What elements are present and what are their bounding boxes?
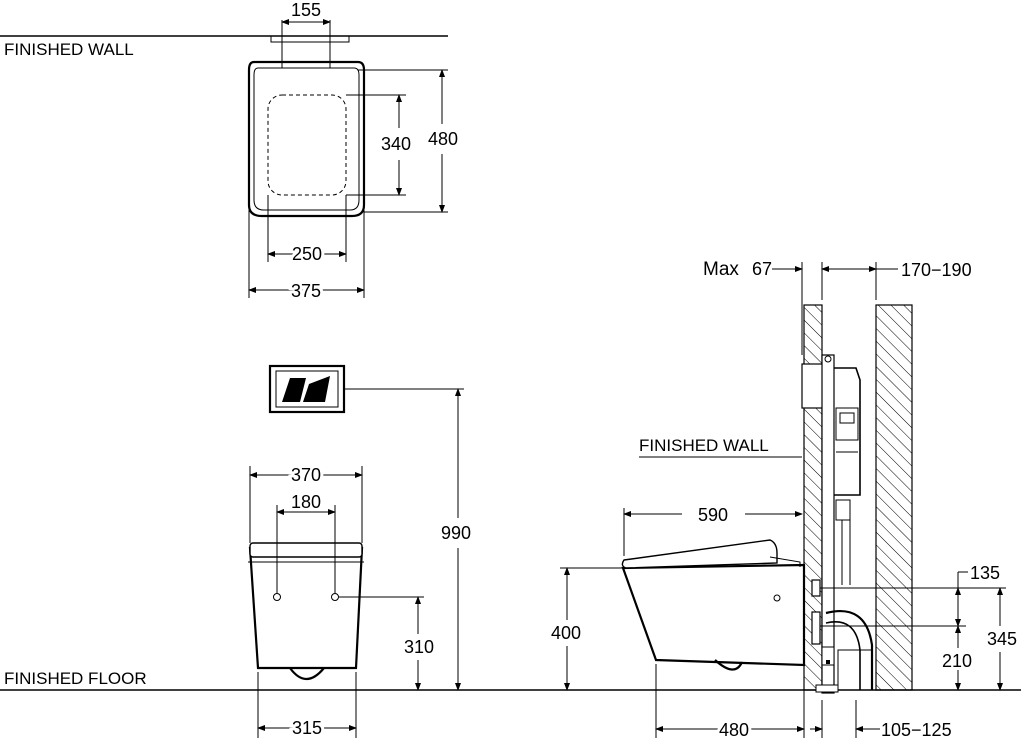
- dim-170-190: 170−190: [901, 260, 972, 280]
- structural-wall-section: [875, 304, 913, 691]
- bowl-outline-side: [621, 563, 806, 667]
- top-view: FINISHED WALL 155 340 480 250: [0, 0, 458, 304]
- dim-480-side: 480: [719, 720, 749, 740]
- waste-pipe: [825, 610, 874, 690]
- side-view: FINISHED WALL Max 67 170−190 590 400 135…: [551, 259, 1017, 743]
- bowl-outline-front: [248, 546, 364, 670]
- flush-plate: [268, 364, 346, 414]
- dim-345: 345: [987, 629, 1017, 649]
- dim-135: 135: [970, 563, 1000, 583]
- dim-310: 310: [404, 637, 434, 657]
- flush-plate-inner: [275, 370, 339, 408]
- dim-990: 990: [441, 523, 471, 543]
- dim-180: 180: [291, 492, 321, 512]
- bowl-opening: [267, 94, 347, 196]
- finished-wall-label-top: FINISHED WALL: [4, 40, 134, 59]
- cistern: [834, 367, 861, 496]
- fixing-hole-left: [273, 593, 281, 601]
- dim-375: 375: [291, 281, 321, 301]
- seat-lid-front: [249, 542, 363, 558]
- dim-67: 67: [752, 259, 772, 279]
- front-view: 370 180 990 310 315: [248, 364, 471, 741]
- finished-wall-label-side: FINISHED WALL: [639, 436, 769, 455]
- seat-lid-side: [621, 539, 778, 569]
- dim-210: 210: [942, 651, 972, 671]
- frame-upright: [821, 354, 835, 694]
- dim-480: 480: [428, 129, 458, 149]
- dim-315: 315: [292, 718, 322, 738]
- seat-inner-line: [253, 67, 360, 211]
- dim-340: 340: [381, 134, 411, 154]
- fixing-hole-right: [331, 593, 339, 601]
- wall-plate: [270, 35, 350, 43]
- dim-155: 155: [291, 0, 321, 20]
- max-label: Max: [703, 259, 739, 280]
- dim-590: 590: [698, 505, 728, 525]
- flush-plate-side: [801, 363, 825, 409]
- outlet-front: [289, 667, 325, 681]
- outlet-side: [714, 659, 744, 671]
- dim-250: 250: [292, 244, 322, 264]
- bowl-outline-top: [247, 60, 366, 218]
- finished-floor-label: FINISHED FLOOR: [4, 669, 147, 688]
- dim-400: 400: [551, 623, 581, 643]
- dim-105-125: 105−125: [881, 720, 952, 740]
- flush-button-icon: [282, 376, 330, 402]
- dim-370: 370: [291, 465, 321, 485]
